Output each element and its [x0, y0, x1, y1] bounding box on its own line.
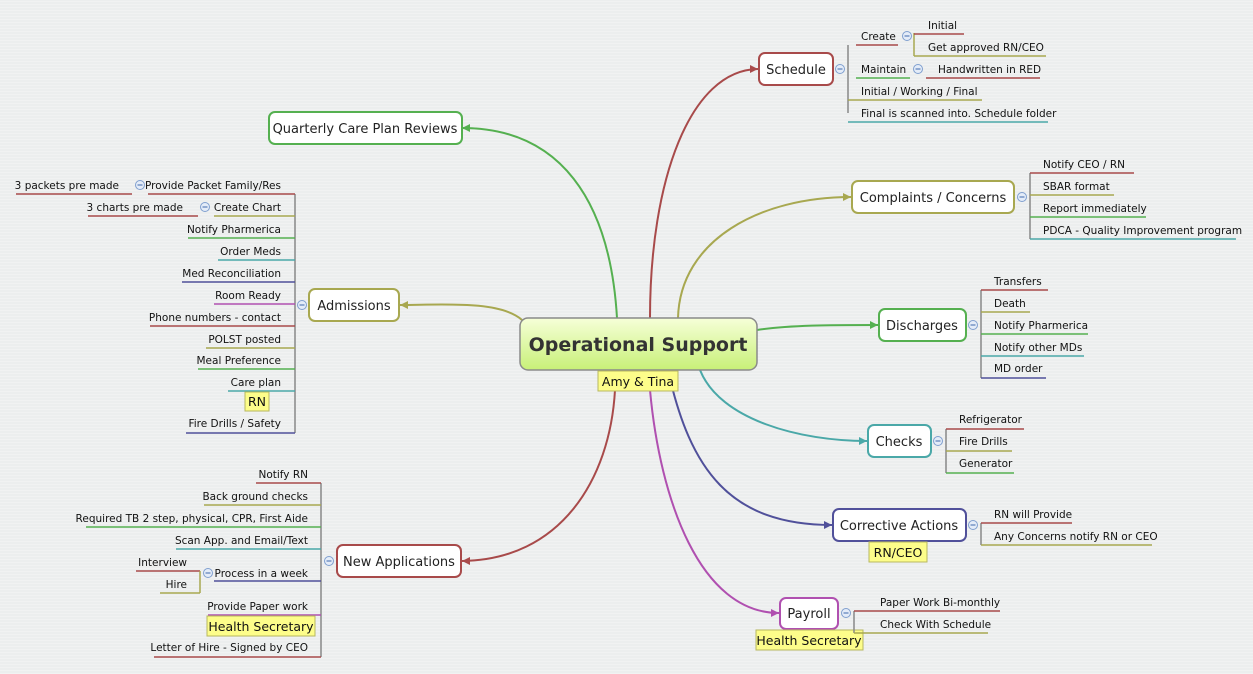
collapse-process-icon[interactable] [203, 568, 213, 578]
new-apps-paper[interactable]: Provide Paper work [207, 601, 309, 613]
collapse-create-icon[interactable] [902, 31, 912, 41]
corrective-note: RN/CEO [868, 541, 928, 563]
new-apps-interview[interactable]: Interview [138, 557, 187, 569]
admissions-packet-sub[interactable]: 3 packets pre made [15, 180, 119, 192]
schedule-create[interactable]: Create [861, 31, 896, 43]
discharges-item[interactable]: Notify other MDs [994, 342, 1082, 354]
schedule-approved[interactable]: Get approved RN/CEO [928, 42, 1044, 54]
admissions-notify[interactable]: Notify Pharmerica [187, 224, 281, 236]
svg-text:Admissions: Admissions [317, 299, 391, 314]
admissions-recon[interactable]: Med Reconciliation [182, 268, 281, 280]
svg-text:Schedule: Schedule [766, 63, 826, 78]
collapse-schedule-icon[interactable] [835, 64, 845, 74]
collapse-packet-icon[interactable] [135, 180, 145, 190]
discharges-item[interactable]: Notify Pharmerica [994, 320, 1088, 332]
root-topic[interactable]: Operational Support [519, 317, 758, 371]
topic-quarterly-care-plan[interactable]: Quarterly Care Plan Reviews [268, 111, 463, 145]
collapse-payroll-icon[interactable] [841, 608, 851, 618]
topic-schedule[interactable]: Schedule [758, 52, 834, 86]
schedule-iwf[interactable]: Initial / Working / Final [861, 86, 978, 98]
checks-item[interactable]: Generator [959, 458, 1013, 470]
topic-discharges[interactable]: Discharges [878, 308, 967, 342]
admissions-chart[interactable]: Create Chart [214, 202, 281, 214]
new-apps-tb[interactable]: Required TB 2 step, physical, CPR, First… [76, 513, 308, 525]
connector-corrective [667, 369, 833, 526]
connector-discharges [756, 324, 879, 331]
corrective-item[interactable]: Any Concerns notify RN or CEO [994, 531, 1158, 543]
admissions-room[interactable]: Room Ready [215, 290, 281, 302]
svg-text:RN: RN [248, 394, 266, 409]
topic-admissions[interactable]: Admissions [308, 288, 400, 322]
discharges-item[interactable]: Death [994, 298, 1026, 310]
svg-text:Checks: Checks [876, 435, 923, 450]
svg-text:New Applications: New Applications [343, 555, 455, 570]
topic-complaints[interactable]: Complaints / Concerns [851, 180, 1015, 214]
schedule-initial[interactable]: Initial [928, 20, 957, 32]
collapse-maintain-icon[interactable] [913, 64, 923, 74]
collapse-complaints-icon[interactable] [1017, 192, 1027, 202]
collapse-admissions-icon[interactable] [297, 300, 307, 310]
topic-payroll[interactable]: Payroll [779, 597, 839, 630]
new-apps-background[interactable]: Back ground checks [202, 491, 308, 503]
new-apps-scan[interactable]: Scan App. and Email/Text [175, 535, 308, 547]
checks-item[interactable]: Refrigerator [959, 414, 1023, 426]
connector-admissions [399, 303, 523, 321]
collapse-checks-icon[interactable] [933, 436, 943, 446]
svg-text:Payroll: Payroll [787, 607, 830, 622]
complaints-item[interactable]: PDCA - Quality Improvement program [1043, 225, 1242, 237]
complaints-item[interactable]: Notify CEO / RN [1043, 159, 1125, 171]
new-apps-notify[interactable]: Notify RN [258, 469, 308, 481]
connector-payroll [649, 389, 780, 614]
admissions-fire[interactable]: Fire Drills / Safety [188, 418, 281, 430]
admissions-packet[interactable]: Provide Packet Family/Res [145, 180, 281, 192]
root-title: Operational Support [529, 334, 748, 356]
admissions-careplan[interactable]: Care plan [231, 377, 281, 389]
complaints-item[interactable]: Report immediately [1043, 203, 1147, 215]
admissions-chart-sub[interactable]: 3 charts pre made [87, 202, 183, 214]
svg-text:Corrective Actions: Corrective Actions [840, 519, 959, 534]
topic-corrective-actions[interactable]: Corrective Actions [832, 508, 967, 542]
svg-text:Quarterly Care Plan Reviews: Quarterly Care Plan Reviews [273, 122, 458, 137]
collapse-chart-icon[interactable] [200, 202, 210, 212]
svg-text:Amy & Tina: Amy & Tina [602, 374, 674, 389]
admissions-polst[interactable]: POLST posted [208, 334, 281, 346]
admissions-meds[interactable]: Order Meds [220, 246, 281, 258]
paper-note: Health Secretary [206, 615, 316, 637]
schedule-final[interactable]: Final is scanned into. Schedule folder [861, 108, 1057, 120]
svg-text:RN/CEO: RN/CEO [874, 545, 923, 560]
connector-checks [699, 369, 868, 442]
connector-newapps [461, 389, 616, 562]
schedule-handwritten[interactable]: Handwritten in RED [938, 64, 1041, 76]
checks-item[interactable]: Fire Drills [959, 436, 1008, 448]
discharges-item[interactable]: MD order [994, 363, 1043, 375]
collapse-discharges-icon[interactable] [968, 320, 978, 330]
connector-quarterly [461, 127, 618, 319]
schedule-maintain[interactable]: Maintain [861, 64, 906, 76]
payroll-note: Health Secretary [755, 629, 864, 651]
new-apps-letter[interactable]: Letter of Hire - Signed by CEO [150, 642, 308, 654]
careplan-note: RN [244, 391, 270, 412]
connector-schedule [649, 68, 759, 319]
collapse-corrective-icon[interactable] [968, 520, 978, 530]
topic-new-applications[interactable]: New Applications [336, 544, 462, 578]
svg-text:Health Secretary: Health Secretary [756, 633, 862, 648]
collapse-new-apps-icon[interactable] [324, 556, 334, 566]
root-note: Amy & Tina [597, 370, 679, 392]
admissions-phone[interactable]: Phone numbers - contact [149, 312, 281, 324]
svg-text:Discharges: Discharges [886, 319, 958, 334]
payroll-item[interactable]: Paper Work Bi-monthly [880, 597, 1000, 609]
corrective-item[interactable]: RN will Provide [994, 509, 1072, 521]
discharges-item[interactable]: Transfers [993, 276, 1042, 288]
new-apps-process[interactable]: Process in a week [215, 568, 309, 580]
svg-text:Health Secretary: Health Secretary [208, 619, 314, 634]
svg-text:Complaints / Concerns: Complaints / Concerns [860, 191, 1007, 206]
topic-checks[interactable]: Checks [867, 424, 932, 458]
connector-complaints [677, 196, 852, 319]
admissions-meal[interactable]: Meal Preference [197, 355, 282, 367]
new-apps-hire[interactable]: Hire [166, 579, 187, 591]
payroll-item[interactable]: Check With Schedule [880, 619, 991, 631]
complaints-item[interactable]: SBAR format [1043, 181, 1110, 193]
